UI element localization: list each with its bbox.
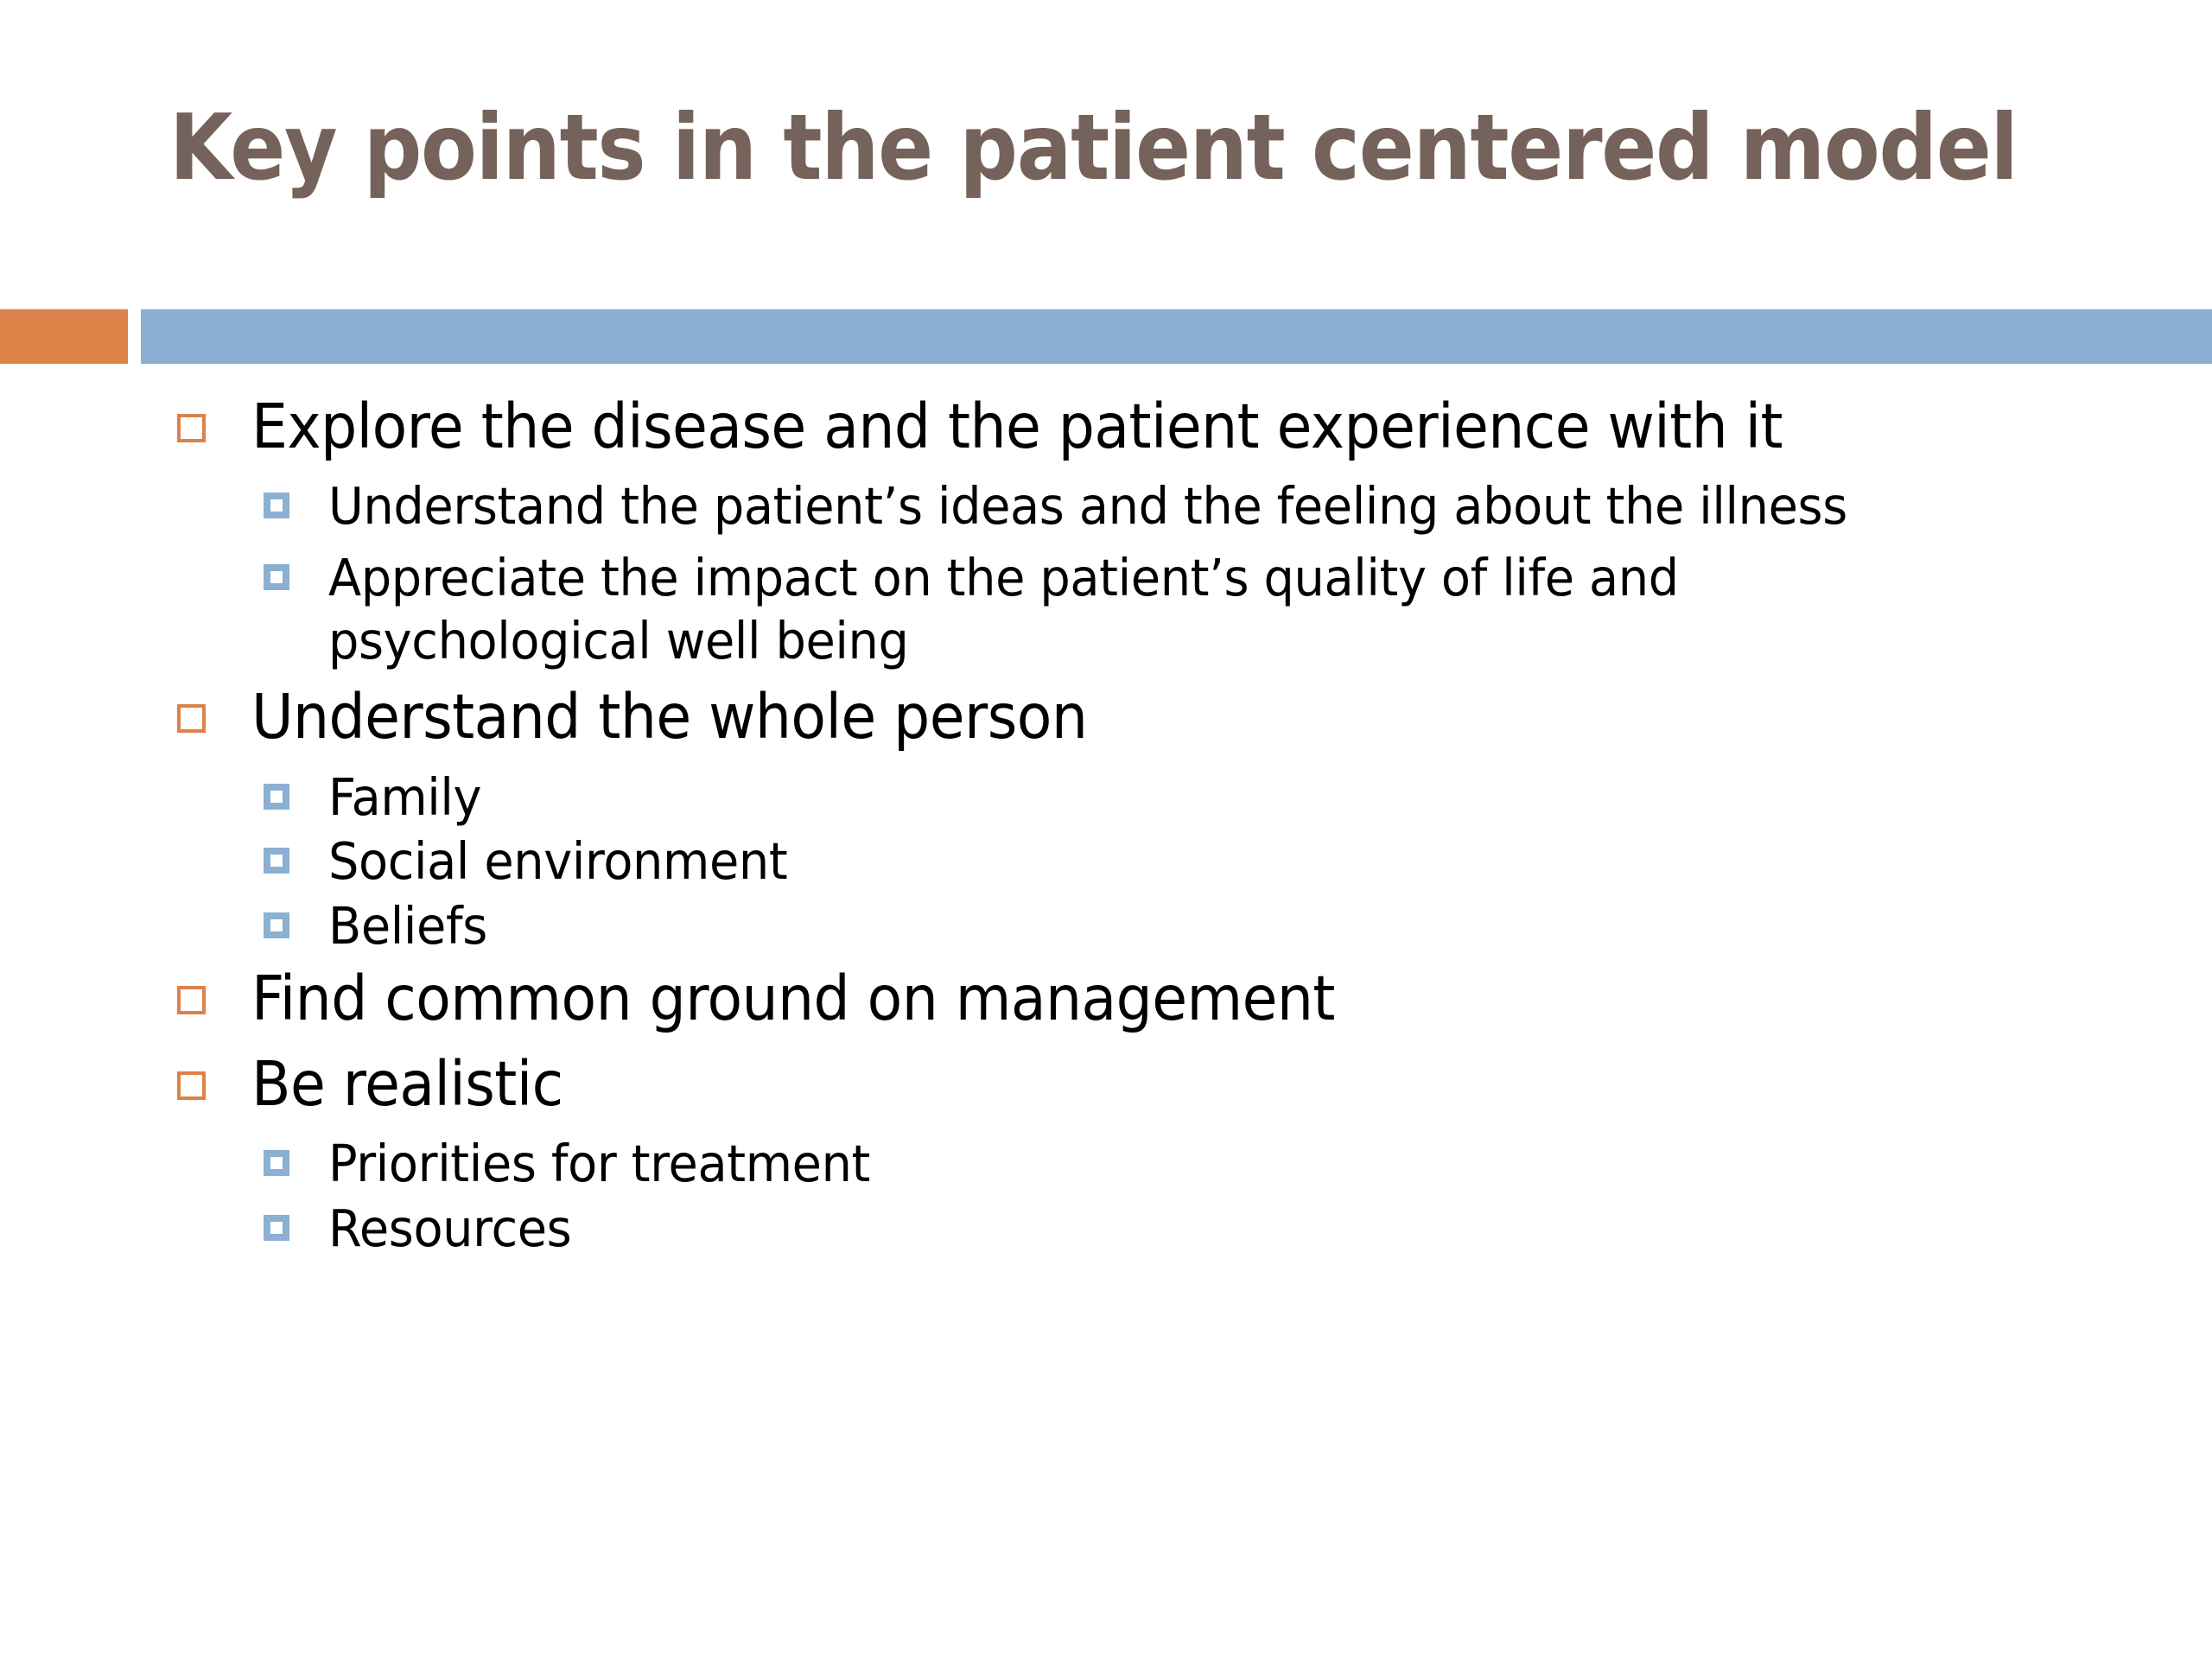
list-item: Understand the patient’s ideas and the f… [0, 475, 2212, 538]
list-item-label: Understand the patient’s ideas and the f… [328, 476, 1847, 537]
list-item: Explore the disease and the patient expe… [0, 391, 2212, 463]
list-item-label: Beliefs [328, 895, 487, 956]
list-item: Be realistic [0, 1048, 2212, 1121]
list-item: Find common ground on management [0, 963, 2212, 1035]
list-item-label: Understand the whole person [251, 681, 1088, 753]
page-title: Key points in the patient centered model [169, 95, 2018, 200]
blue-square-bullet-icon [264, 564, 295, 591]
list-item: Resources [0, 1198, 2212, 1261]
orange-hollow-square-bullet-icon [177, 704, 215, 734]
list-item-label: Find common ground on management [251, 963, 1335, 1035]
list-item-label: Social environment [328, 831, 788, 892]
list-item-label: Priorities for treatment [328, 1134, 871, 1194]
list-item-label: Be realistic [251, 1047, 563, 1120]
orange-hollow-square-bullet-icon [177, 414, 215, 442]
list-item: Appreciate the impact on the patient’s q… [0, 547, 2212, 672]
orange-accent-block [0, 309, 128, 364]
slide-title-block: Key points in the patient centered model [169, 95, 2122, 266]
list-item-label: Family [328, 766, 482, 827]
blue-rule-bar [141, 309, 2212, 364]
list-item-label: Explore the disease and the patient expe… [251, 391, 1783, 462]
orange-hollow-square-bullet-icon [177, 1071, 215, 1100]
list-item-label: Appreciate the impact on the patient’s q… [328, 548, 1679, 671]
list-item: Priorities for treatment [0, 1133, 2212, 1196]
blue-square-bullet-icon [264, 493, 295, 519]
list-item: Beliefs [0, 895, 2212, 958]
blue-square-bullet-icon [264, 848, 295, 874]
orange-hollow-square-bullet-icon [177, 986, 215, 1015]
blue-square-bullet-icon [264, 912, 295, 938]
blue-square-bullet-icon [264, 1214, 295, 1241]
title-divider [0, 309, 2212, 364]
slide-body-bullet-list: Explore the disease and the patient expe… [0, 391, 2212, 1262]
list-item: Understand the whole person [0, 681, 2212, 753]
list-item: Social environment [0, 830, 2212, 893]
blue-square-bullet-icon [264, 783, 295, 810]
list-item: Family [0, 766, 2212, 830]
blue-square-bullet-icon [264, 1150, 295, 1177]
list-item-label: Resources [328, 1198, 572, 1258]
